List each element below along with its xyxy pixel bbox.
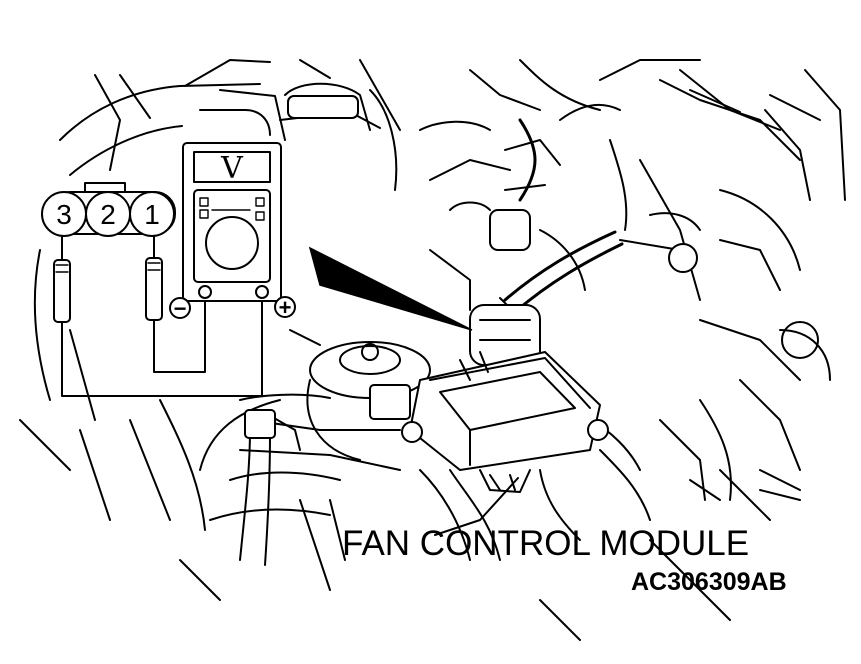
- connector-pin-1: [129, 191, 175, 237]
- engine-bay-background: [19, 59, 846, 641]
- voltmeter-mode-label: V: [220, 151, 244, 186]
- voltmeter-negative-terminal: [198, 285, 212, 299]
- probe-pin-1: [145, 235, 163, 321]
- voltmeter-positive-terminal: [255, 285, 269, 299]
- pin-2-label: 2: [100, 199, 116, 230]
- fan-control-module: [401, 351, 609, 493]
- component-label: FAN CONTROL MODULE: [342, 524, 749, 563]
- module-leader-line: [434, 477, 519, 536]
- wiring-harness: [469, 230, 624, 366]
- positive-sign-label: +: [279, 295, 292, 320]
- probe-pin-3: [53, 235, 71, 323]
- figure-code: AC306309AB: [631, 568, 787, 596]
- voltmeter-selector-dial: [205, 216, 259, 270]
- positive-sign-badge: [274, 296, 296, 318]
- connector-pointer: [308, 246, 473, 331]
- voltmeter-display: [193, 151, 271, 183]
- pin-1-label: 1: [144, 199, 160, 230]
- test-leads: [61, 291, 263, 397]
- negative-sign-badge: [169, 297, 191, 319]
- negative-sign-label: −: [174, 296, 187, 321]
- voltmeter: V − +: [169, 142, 296, 321]
- pin-3-label: 3: [56, 199, 72, 230]
- connector-inset: 3 2 1: [41, 182, 176, 323]
